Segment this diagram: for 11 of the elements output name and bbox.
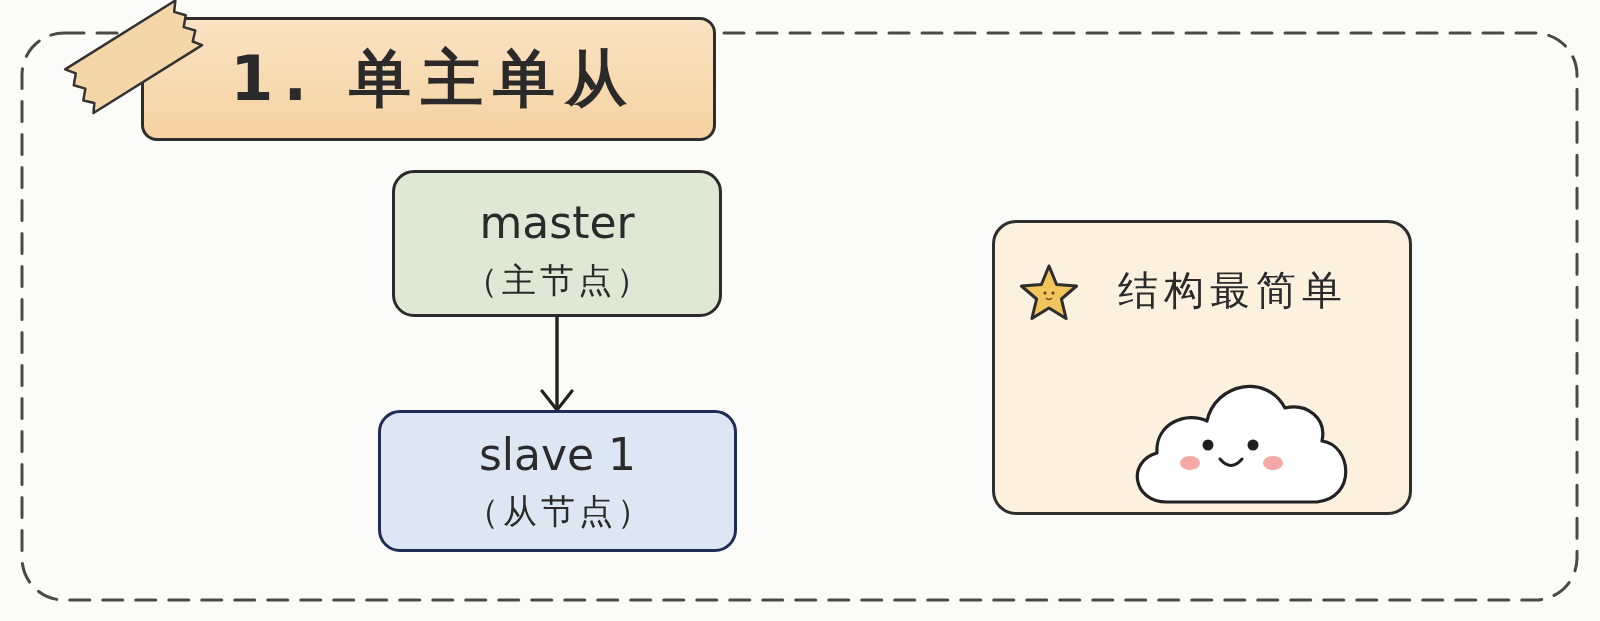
node-label: slave 1	[478, 429, 637, 481]
title-banner	[141, 17, 716, 141]
process-box	[378, 410, 737, 552]
note-card	[992, 220, 1412, 515]
section-title: 1. 单主单从	[230, 43, 637, 115]
node-sublabel: （从节点）	[464, 492, 655, 532]
node-sublabel: （主节点）	[464, 261, 654, 301]
node-label: master	[479, 197, 635, 249]
arrow	[540, 315, 574, 412]
note-text: 结构最简单	[1118, 267, 1348, 313]
process-box	[392, 170, 722, 317]
